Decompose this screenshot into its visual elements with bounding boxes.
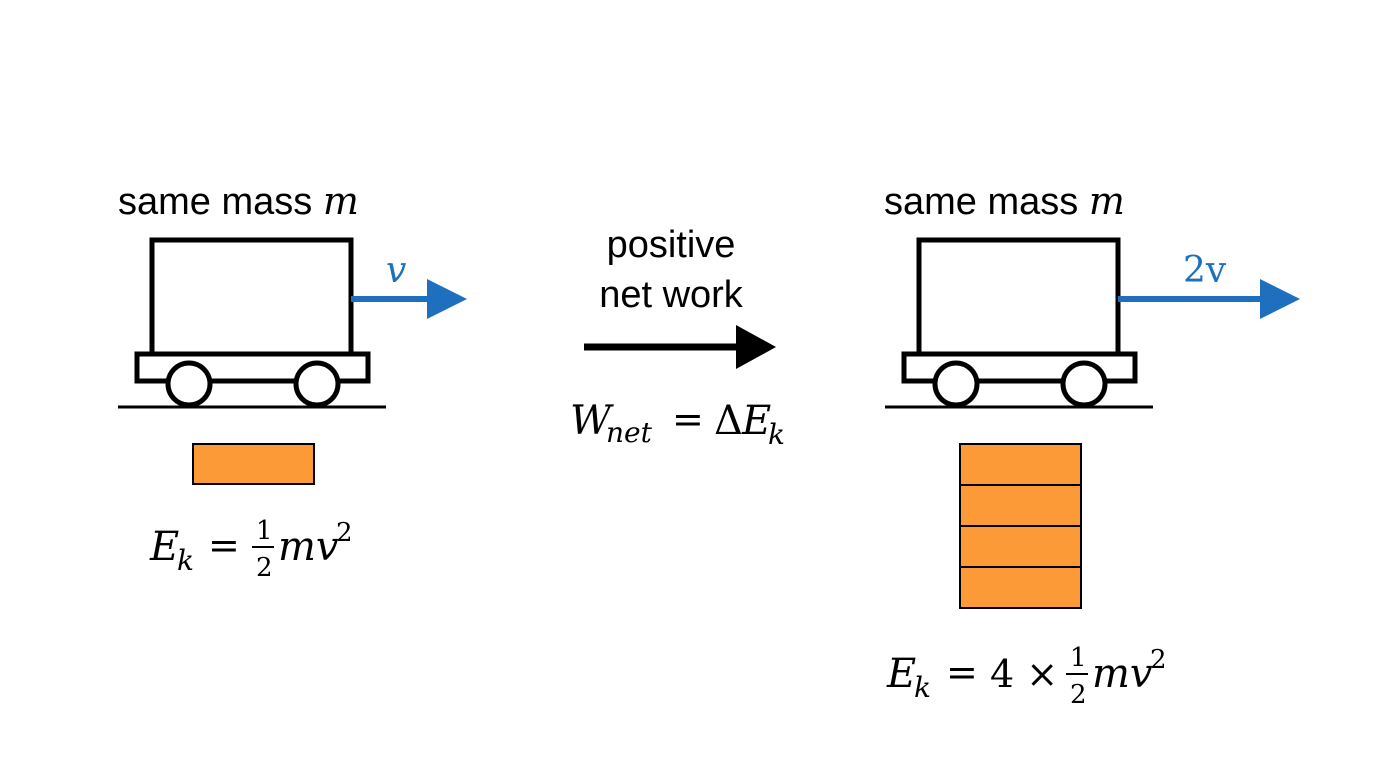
left-mass-label: same mass m [118, 179, 359, 223]
net-work-line1: positive [607, 224, 736, 266]
left-energy-symbol: E [149, 524, 179, 570]
right-energy-block-1 [959, 566, 1082, 609]
right-energy-block-3 [959, 484, 1082, 527]
right-mass-label: same mass m [884, 179, 1125, 223]
left-energy-equals: = [208, 523, 240, 567]
right-energy-factor: 4 × [990, 652, 1058, 696]
work-equals: = [672, 397, 704, 441]
delta-symbol: Δ [714, 398, 743, 444]
left-cart-body [149, 237, 354, 357]
right-energy-equation: E k = 4 × 1 2 mv 2 [886, 643, 1167, 710]
left-energy-mv: mv [278, 524, 339, 570]
left-energy-equation: E k = 1 2 mv 2 [149, 516, 353, 583]
right-energy-block-4 [959, 443, 1082, 486]
net-work-arrow-head [736, 325, 776, 369]
work-energy-subscript: k [768, 418, 785, 451]
left-frac-numerator: 1 [256, 516, 273, 546]
right-energy-block-2 [959, 525, 1082, 568]
work-energy-symbol: E [741, 398, 771, 444]
right-velocity-label: 2v [1183, 250, 1227, 291]
left-energy-block-1 [192, 443, 315, 485]
left-energy-subscript: k [177, 544, 194, 577]
work-energy-equation: W net = Δ E k [570, 397, 785, 451]
right-energy-symbol: E [886, 651, 916, 697]
right-energy-subscript: k [914, 671, 931, 704]
right-cart-group: same mass m 2v E k = 4 × 1 2 mv 2 [884, 179, 1300, 710]
right-velocity-arrow-head [1260, 279, 1300, 319]
left-cart-wheel-front [165, 360, 213, 408]
right-frac-numerator: 1 [1070, 643, 1087, 673]
right-energy-exponent: 2 [1150, 645, 1167, 675]
right-cart-body [916, 237, 1121, 357]
work-symbol: W [570, 398, 614, 444]
right-energy-equals: = [946, 650, 978, 694]
left-cart-wheel-back [293, 360, 341, 408]
left-cart-group: same mass m v E k = 1 2 mv 2 [118, 179, 467, 583]
right-frac-denominator: 2 [1070, 680, 1087, 710]
net-work-line2: net work [599, 274, 744, 316]
right-energy-mv: mv [1092, 651, 1153, 697]
right-energy-stack [959, 443, 1082, 609]
net-work-group: positive net work W net = Δ E k [570, 224, 785, 451]
left-energy-exponent: 2 [336, 518, 353, 548]
left-frac-denominator: 2 [256, 553, 273, 583]
right-cart-wheel-back [1060, 360, 1108, 408]
left-velocity-label: v [386, 250, 406, 291]
left-velocity-arrow-head [427, 279, 467, 319]
work-subscript: net [606, 416, 653, 449]
right-cart-wheel-front [932, 360, 980, 408]
